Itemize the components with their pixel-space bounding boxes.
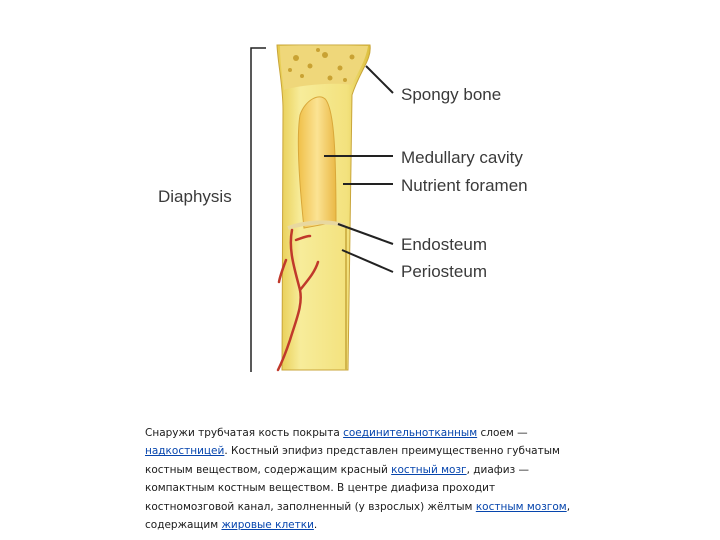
link-connective-tissue[interactable]: соединительнотканным: [343, 427, 478, 439]
caption-text-1: Снаружи трубчатая кость покрыта: [145, 427, 344, 439]
pointer-lines: [324, 65, 394, 273]
caption-text: Снаружи трубчатая кость покрыта соединит…: [145, 424, 585, 534]
caption-text-3: . Костный эпифиз представлен преимуществ…: [145, 445, 560, 476]
label-nutrient-foramen: Nutrient foramen: [401, 176, 528, 195]
blood-vessels: [276, 228, 320, 372]
diaphysis-bracket: [250, 47, 266, 372]
medullary-cavity: [297, 96, 337, 229]
link-fat-cells[interactable]: жировые клетки: [221, 519, 314, 532]
link-periosteum[interactable]: надкостницей: [145, 445, 225, 458]
label-endosteum: Endosteum: [401, 235, 487, 254]
spongy-bone-region: [280, 46, 368, 90]
link-bone-marrow-2[interactable]: костным мозгом: [475, 500, 567, 513]
pointer-endosteum: [337, 223, 394, 245]
label-diaphysis: Diaphysis: [158, 187, 232, 206]
bone-diagram: Spongy bone Medullary cavity Nutrient fo…: [158, 44, 528, 372]
pointer-spongy-bone: [365, 65, 394, 94]
pointer-periosteum: [341, 249, 394, 273]
label-periosteum: Periosteum: [401, 262, 487, 281]
label-spongy-bone: Spongy bone: [401, 85, 501, 104]
caption-text-2: слоем —: [477, 427, 528, 439]
caption-text-6: .: [313, 519, 318, 532]
link-bone-marrow[interactable]: костный мозг: [391, 463, 467, 476]
label-medullary-cavity: Medullary cavity: [401, 148, 523, 167]
caption-text-5: , содержащим: [145, 500, 571, 532]
caption-text-4: , диафиз — компактным костным веществом.…: [145, 463, 529, 513]
